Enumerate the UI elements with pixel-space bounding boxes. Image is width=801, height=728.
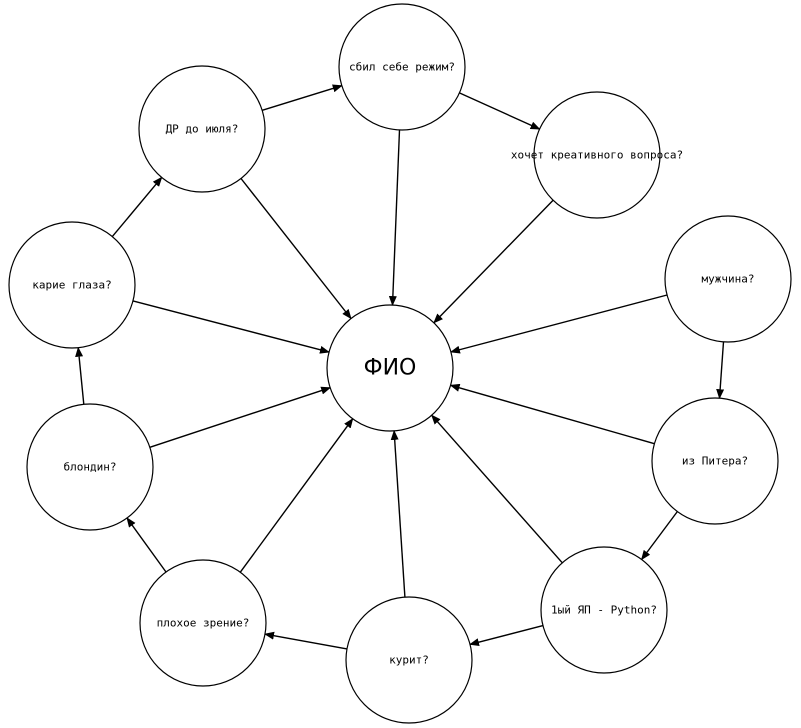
node-circle-zrenie (139, 559, 267, 687)
node-kurit: курит? (345, 596, 473, 724)
node-python: 1ый ЯП - Python? (540, 546, 668, 674)
node-circle-kurit (345, 596, 473, 724)
node-label-zrenie: плохое зрение? (157, 617, 250, 630)
edge-muzh-to-piter (716, 341, 725, 400)
edge-dr-to-fio (240, 178, 352, 320)
node-circle-kreativ (533, 91, 661, 219)
node-glaza: карие глаза? (8, 221, 136, 349)
node-zrenie: плохое зрение? (139, 559, 267, 687)
node-label-fio: ФИО (364, 356, 417, 381)
node-circle-dr (138, 65, 266, 193)
node-circle-fio (326, 304, 454, 432)
edge-blond-to-fio (149, 386, 332, 448)
node-label-muzh: мужчина? (702, 273, 755, 286)
edge-piter-to-python (641, 511, 678, 561)
node-blond: блондин? (26, 403, 154, 531)
node-label-piter: из Питера? (682, 455, 748, 468)
node-circle-rezhim (338, 3, 466, 131)
edge-blond-to-glaza (75, 346, 85, 405)
edge-kurit-to-zrenie (264, 631, 348, 650)
node-label-blond: блондин? (64, 461, 117, 474)
node-circle-glaza (8, 221, 136, 349)
node-label-dr: ДР до июля? (166, 123, 239, 136)
node-circle-blond (26, 403, 154, 531)
node-label-glaza: карие глаза? (32, 279, 111, 292)
edge-kreativ-to-fio (433, 199, 554, 324)
node-label-kreativ: хочет креативного вопроса? (511, 149, 683, 162)
edge-kurit-to-fio (390, 429, 406, 598)
node-rezhim: сбил себе режим? (338, 3, 466, 131)
node-circle-python (540, 546, 668, 674)
node-label-rezhim: сбил себе режим? (349, 61, 455, 74)
nodes-layer: ДР до июля? сбил себе режим? хочет креатив… (8, 3, 792, 724)
node-piter: из Питера? (651, 397, 779, 525)
node-circle-piter (651, 397, 779, 525)
edge-python-to-kurit (469, 624, 544, 647)
node-circle-muzh (664, 215, 792, 343)
node-muzh: мужчина? (664, 215, 792, 343)
node-fio: ФИО (326, 304, 454, 432)
node-dr: ДР до июля? (138, 65, 266, 193)
edge-muzh-to-fio (449, 294, 668, 354)
node-label-kurit: курит? (389, 654, 429, 667)
edge-rezhim-to-kreativ (459, 92, 541, 130)
node-kreativ: хочет креативного вопроса? (511, 91, 683, 219)
edge-python-to-fio (431, 414, 563, 564)
edges-layer (75, 84, 725, 650)
node-label-python: 1ый ЯП - Python? (551, 604, 657, 617)
edge-dr-to-rezhim (261, 84, 343, 111)
edge-piter-to-fio (449, 383, 655, 445)
edge-zrenie-to-blond (126, 517, 167, 573)
edge-rezhim-to-fio (388, 129, 401, 307)
edge-glaza-to-dr (111, 176, 163, 238)
edge-zrenie-to-fio (239, 417, 354, 573)
edge-glaza-to-fio (132, 300, 330, 354)
